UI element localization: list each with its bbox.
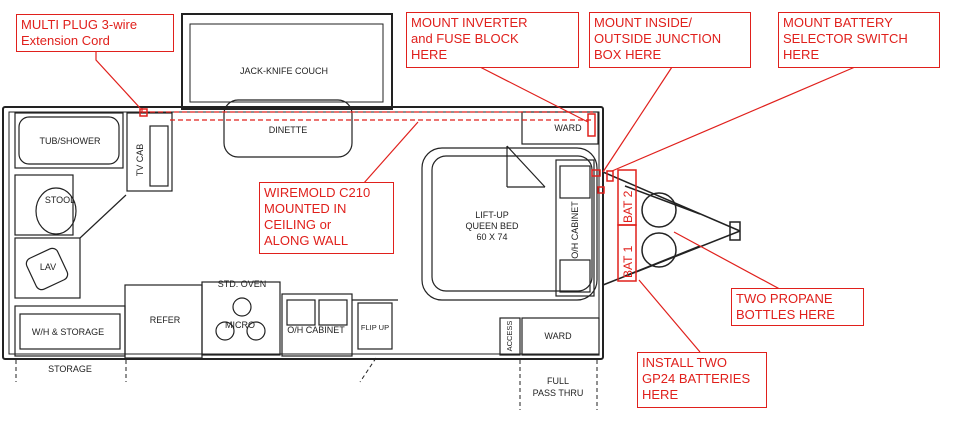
jackknife-couch-label: JACK-KNIFE COUCH: [240, 66, 328, 76]
inverter-note: MOUNT INVERTER and FUSE BLOCK HERE: [406, 12, 579, 68]
bed-label-line2: QUEEN BED: [465, 221, 519, 231]
micro-label: MICRO: [225, 320, 255, 330]
bedroom: [421, 111, 600, 356]
refer-label: REFER: [150, 315, 181, 325]
bat1-label: BAT 1: [621, 245, 635, 278]
bed-label-line3: 60 X 74: [476, 232, 507, 242]
slide-out: [181, 13, 393, 158]
batteries-note: INSTALL TWO GP24 BATTERIES HERE: [637, 352, 767, 408]
flip-up-label: FLIP UP: [361, 323, 389, 332]
ward-bottom-label: WARD: [544, 331, 572, 341]
extension-cord-note: MULTI PLUG 3-wire Extension Cord: [16, 14, 174, 52]
oh-cabinet-kitchen-label: O/H CABINET: [287, 325, 345, 335]
mount-markers: [139, 108, 614, 194]
dinette-label: DINETTE: [269, 125, 308, 135]
propane-note: TWO PROPANE BOTTLES HERE: [731, 288, 864, 326]
bat2-label: BAT 2: [621, 190, 635, 223]
bathroom: [14, 112, 173, 299]
junction-box-note: MOUNT INSIDE/ OUTSIDE JUNCTION BOX HERE: [589, 12, 751, 68]
tub-shower-label: TUB/SHOWER: [39, 136, 101, 146]
wh-storage-label: W/H & STORAGE: [32, 327, 104, 337]
kitchen: [201, 281, 398, 357]
ward-top-label: WARD: [554, 123, 582, 133]
trailer-tongue: [602, 171, 741, 286]
wiremold-note: WIREMOLD C210 MOUNTED IN CEILING or ALON…: [259, 182, 394, 254]
tv-cab-label: TV CAB: [135, 144, 145, 177]
battery-boxes: [617, 169, 637, 282]
full-pass-thru-label-2: PASS THRU: [533, 388, 584, 398]
pass-thru-marks: [15, 357, 598, 410]
battery-switch-note: MOUNT BATTERY SELECTOR SWITCH HERE: [778, 12, 940, 68]
full-pass-thru-label-1: FULL: [547, 376, 569, 386]
access-label: ACCESS: [505, 321, 514, 352]
bed-label-line1: LIFT-UP: [475, 210, 509, 220]
stool-label: STOOL: [45, 195, 75, 205]
lav-label: LAV: [40, 262, 56, 272]
oh-cabinet-bed-label: O/H CABINET: [570, 201, 580, 259]
storage-label: STORAGE: [48, 364, 92, 374]
std-oven-label: STD. OVEN: [218, 279, 267, 289]
